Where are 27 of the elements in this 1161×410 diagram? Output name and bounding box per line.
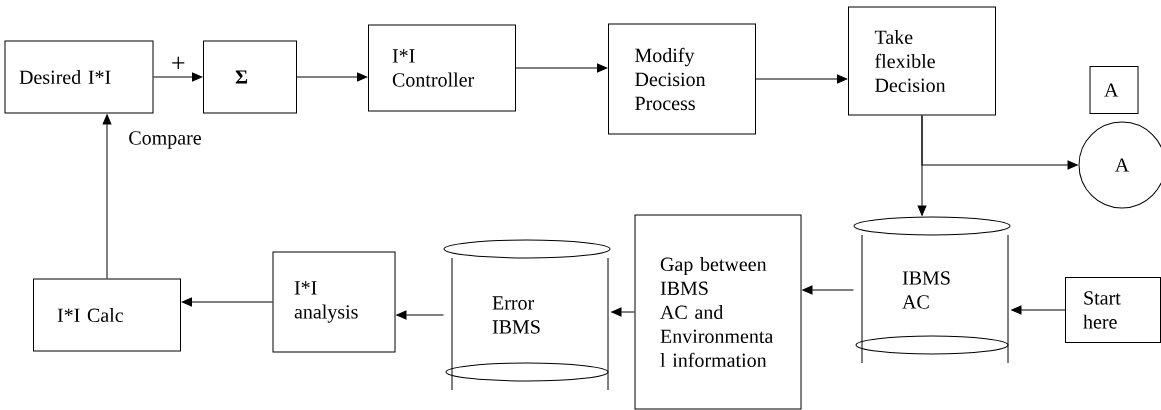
node-label: Error IBMS bbox=[492, 296, 540, 334]
arrow bbox=[1011, 305, 1066, 315]
arrow bbox=[153, 72, 203, 82]
process-box: I*I analysis bbox=[272, 251, 396, 353]
arrow bbox=[296, 72, 368, 82]
start-box: Start here bbox=[1065, 277, 1161, 343]
database-cylinder: Error IBMS bbox=[443, 239, 611, 391]
connector-box: A bbox=[1089, 66, 1139, 114]
arrow bbox=[611, 307, 635, 317]
arrow bbox=[515, 63, 608, 73]
process-box: I*I Controller bbox=[368, 24, 516, 112]
edge-label: + bbox=[169, 55, 187, 73]
database-cylinder: IBMS AC bbox=[853, 216, 1011, 364]
arrow bbox=[102, 114, 112, 279]
arrow bbox=[396, 310, 444, 320]
node-label: IBMS AC bbox=[902, 271, 950, 309]
arrow bbox=[181, 297, 273, 307]
arrow bbox=[921, 115, 1078, 170]
summing-box: Σ bbox=[203, 40, 297, 114]
note-label: Compare bbox=[129, 131, 201, 149]
process-box: I*I Calc bbox=[33, 278, 181, 352]
process-box: Modify Decision Process bbox=[608, 23, 756, 135]
process-box: Gap between IBMS AC and Environmenta l information bbox=[634, 214, 802, 410]
arrow bbox=[802, 285, 854, 295]
arrow bbox=[755, 74, 848, 84]
process-box: Take flexible Decision bbox=[848, 6, 996, 116]
process-box: Desired I*I bbox=[4, 40, 154, 114]
